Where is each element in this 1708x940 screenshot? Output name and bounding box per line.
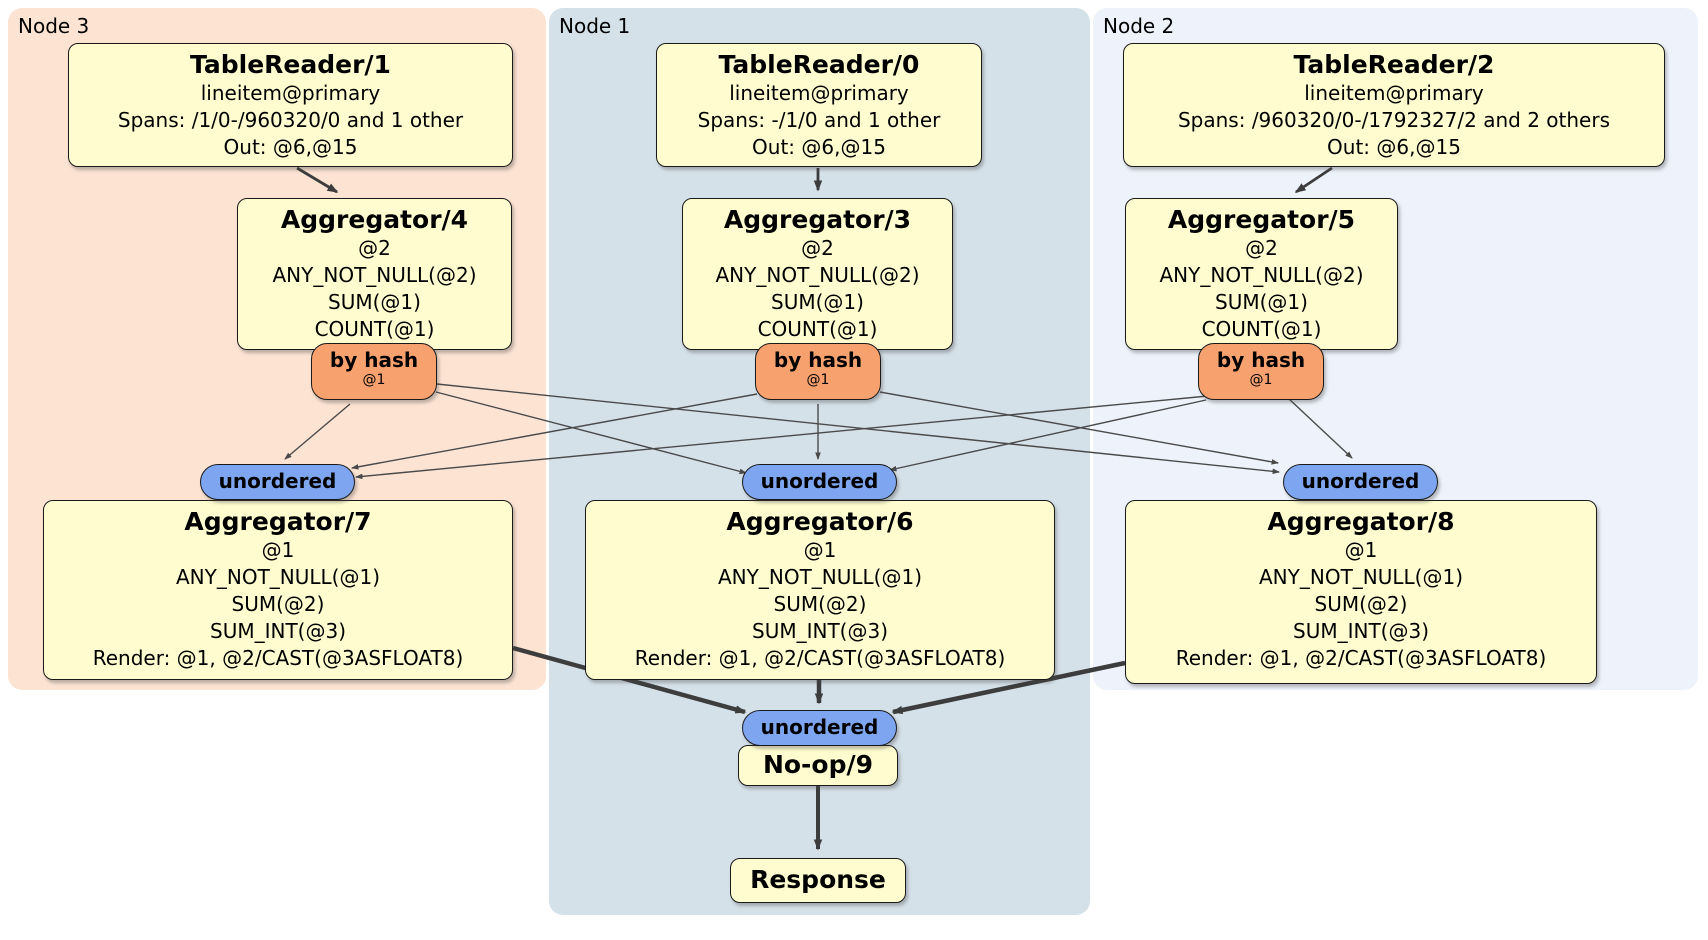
node-detail-line: ANY_NOT_NULL(@1) (1259, 565, 1463, 589)
node-detail-line: ANY_NOT_NULL(@1) (718, 565, 922, 589)
edge-tr2-agg5 (1294, 166, 1333, 194)
node-detail-line: SUM_INT(@3) (1293, 619, 1429, 643)
sync-unordered-2: unordered (742, 464, 897, 500)
node-detail-line: ANY_NOT_NULL(@2) (1159, 263, 1364, 287)
node-title: Aggregator/7 (184, 507, 372, 536)
router-by-hash-1: by hash @1 (311, 343, 437, 400)
node-detail-line: SUM(@1) (1215, 290, 1308, 314)
node-aggregator-8: Aggregator/8 @1 ANY_NOT_NULL(@1) SUM(@2)… (1125, 500, 1597, 684)
node-title: Aggregator/3 (723, 205, 912, 234)
edge-router1-sync2 (435, 391, 747, 475)
node-title: TableReader/2 (1293, 50, 1495, 79)
node-detail-line: Render: @1, @2/CAST(@3ASFLOAT8) (634, 646, 1006, 670)
sync-unordered-3: unordered (1283, 464, 1438, 500)
node-detail-line: @1 (261, 538, 295, 562)
node-detail-line: @2 (358, 236, 391, 260)
node-detail-line: Spans: /960320/0-/1792327/2 and 2 others (1177, 108, 1610, 132)
router-label: by hash (773, 348, 863, 372)
node-detail-line: @2 (801, 236, 834, 260)
node-detail-line: Render: @1, @2/CAST(@3ASFLOAT8) (1175, 646, 1547, 670)
node-title: No-op/9 (762, 750, 874, 779)
node-detail-line: COUNT(@1) (757, 317, 878, 341)
node-detail-line: @1 (1344, 538, 1378, 562)
node-title: Aggregator/4 (280, 205, 469, 234)
node-detail-line: COUNT(@1) (1201, 317, 1322, 341)
node-tablereader-1: TableReader/1 lineitem@primary Spans: /1… (68, 43, 513, 167)
node-detail-line: Out: @6,@15 (223, 135, 358, 159)
node-detail-line: SUM(@2) (231, 592, 325, 616)
router-key: @1 (806, 372, 830, 388)
node-tablereader-2: TableReader/2 lineitem@primary Spans: /9… (1123, 43, 1665, 167)
edge-agg7-sync4 (512, 645, 747, 715)
sync-unordered-4: unordered (742, 710, 897, 746)
edge-router3-sync2 (889, 399, 1207, 472)
node-aggregator-4: Aggregator/4 @2 ANY_NOT_NULL(@2) SUM(@1)… (237, 198, 512, 350)
router-key: @1 (362, 372, 386, 388)
node-detail-line: lineitem@primary (1304, 81, 1484, 105)
node-aggregator-5: Aggregator/5 @2 ANY_NOT_NULL(@2) SUM(@1)… (1125, 198, 1398, 350)
node-detail-line: Out: @6,@15 (752, 135, 886, 159)
node-detail-line: @2 (1245, 236, 1278, 260)
node-noop-9: No-op/9 (738, 745, 898, 786)
node-detail-line: SUM_INT(@3) (752, 619, 888, 643)
node-tablereader-0: TableReader/0 lineitem@primary Spans: -/… (656, 43, 982, 167)
router-by-hash-3: by hash @1 (1198, 343, 1324, 400)
node-detail-line: lineitem@primary (729, 81, 909, 105)
node-detail-line: SUM(@1) (771, 290, 864, 314)
node-detail-line: ANY_NOT_NULL(@1) (176, 565, 380, 589)
node-title: Aggregator/6 (726, 507, 914, 536)
panel-node1-label: Node 1 (559, 14, 631, 38)
node-detail-line: SUM(@2) (773, 592, 867, 616)
edge-tr1-agg4 (296, 166, 339, 194)
panel-node3-label: Node 3 (18, 14, 90, 38)
node-aggregator-6: Aggregator/6 @1 ANY_NOT_NULL(@1) SUM(@2)… (585, 500, 1055, 680)
node-title: TableReader/1 (190, 50, 391, 79)
router-key: @1 (1249, 372, 1273, 388)
node-detail-line: SUM(@2) (1314, 592, 1408, 616)
edge-router3-sync1 (355, 395, 1209, 480)
node-detail-line: SUM(@1) (328, 290, 421, 314)
edge-router2-sync1 (351, 393, 758, 470)
edge-router3-sync3 (1287, 397, 1353, 459)
node-detail-line: ANY_NOT_NULL(@2) (272, 263, 477, 287)
node-detail-line: ANY_NOT_NULL(@2) (715, 263, 920, 287)
panel-node2-label: Node 2 (1103, 14, 1175, 38)
node-aggregator-3: Aggregator/3 @2 ANY_NOT_NULL(@2) SUM(@1)… (682, 198, 953, 350)
node-title: Response (750, 865, 886, 894)
node-detail-line: Out: @6,@15 (1327, 135, 1461, 159)
node-title: Aggregator/5 (1167, 205, 1356, 234)
node-aggregator-7: Aggregator/7 @1 ANY_NOT_NULL(@1) SUM(@2)… (43, 500, 513, 680)
router-label: by hash (329, 348, 419, 372)
node-response: Response (730, 858, 906, 903)
node-detail-line: SUM_INT(@3) (210, 619, 346, 643)
node-detail-line: COUNT(@1) (314, 317, 435, 341)
edge-router1-sync3 (436, 383, 1280, 475)
node-title: TableReader/0 (718, 50, 920, 79)
edge-agg8-sync4 (891, 660, 1126, 715)
node-detail-line: Spans: -/1/0 and 1 other (697, 108, 941, 132)
node-detail-line: Render: @1, @2/CAST(@3ASFLOAT8) (92, 646, 464, 670)
node-detail-line: Spans: /1/0-/960320/0 and 1 other (117, 108, 464, 132)
node-detail-line: lineitem@primary (200, 81, 381, 105)
sync-unordered-1: unordered (200, 464, 355, 500)
node-detail-line: @1 (803, 538, 837, 562)
edge-router1-sync1 (284, 403, 351, 460)
router-by-hash-2: by hash @1 (755, 343, 881, 400)
router-label: by hash (1216, 348, 1306, 372)
node-title: Aggregator/8 (1267, 507, 1455, 536)
